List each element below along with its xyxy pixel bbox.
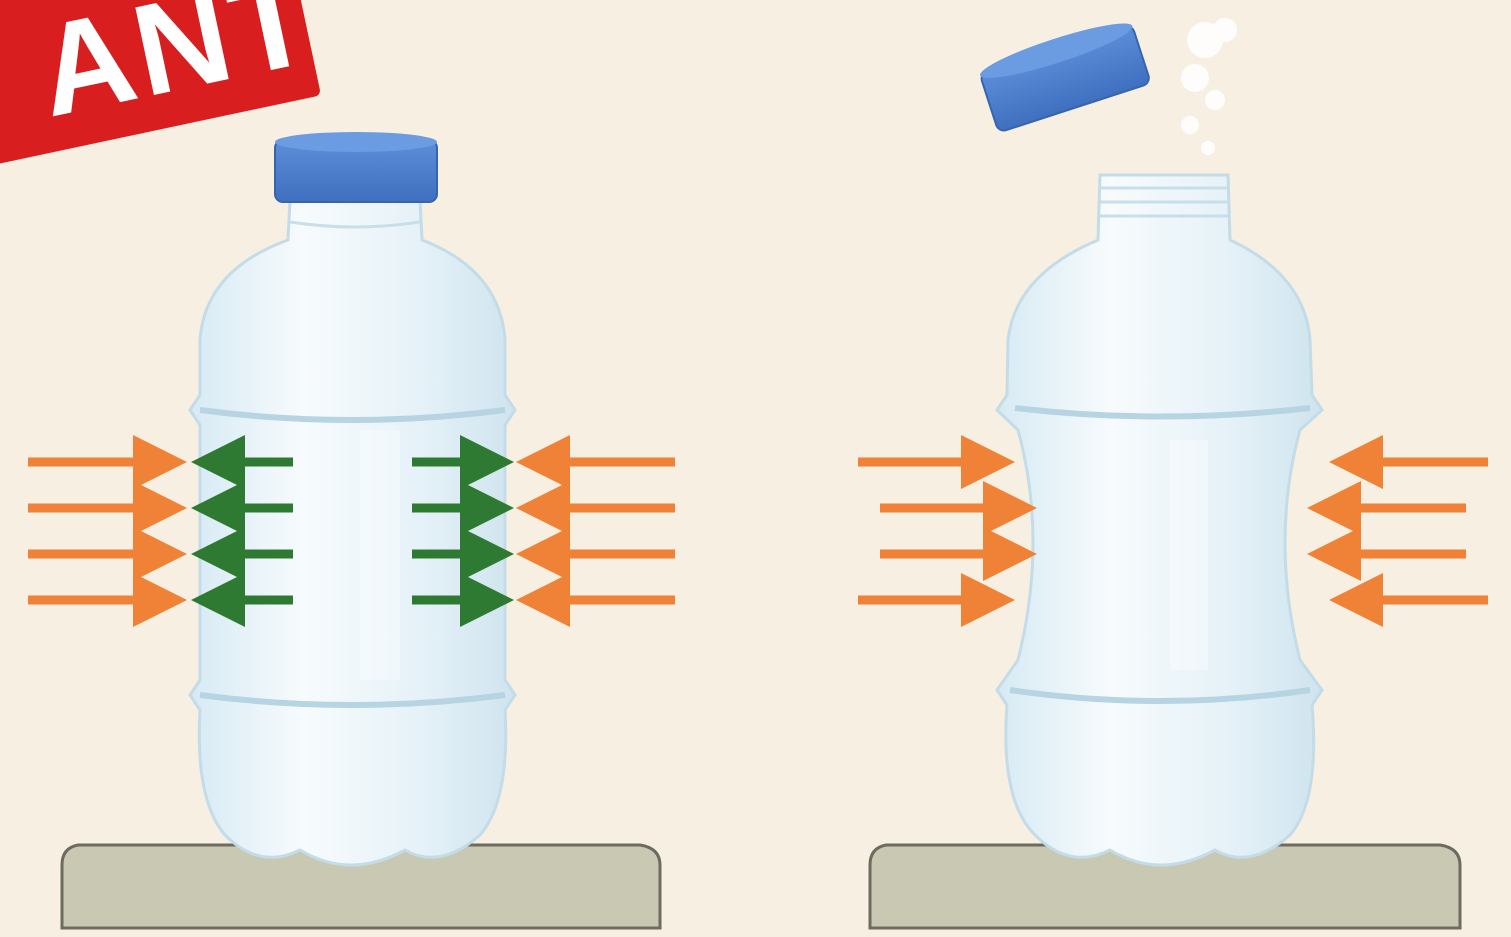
- right-bottle: [997, 175, 1322, 865]
- escaping-air: [1181, 18, 1237, 155]
- right-scene-opened-bottle: [858, 15, 1488, 928]
- left-outside-arrows-right: [543, 462, 675, 600]
- right-cap-removed: [976, 15, 1150, 133]
- left-bottle: [190, 132, 515, 865]
- left-cap: [275, 132, 437, 202]
- left-outside-arrows-left: [28, 462, 160, 600]
- left-scene-sealed-bottle: [28, 132, 675, 928]
- right-outside-arrows-left: [858, 462, 1010, 600]
- right-outside-arrows-right: [1334, 462, 1488, 600]
